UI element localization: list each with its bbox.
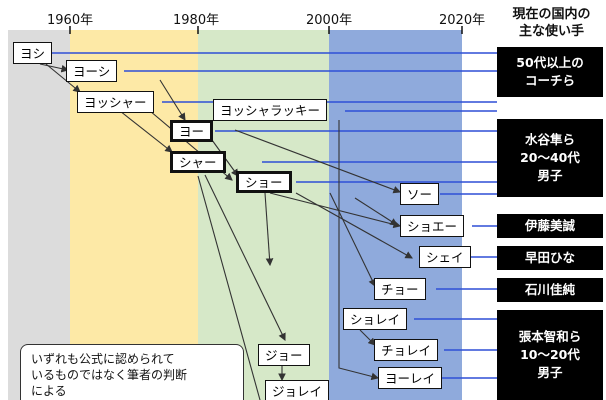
era-band-1980s bbox=[198, 30, 329, 400]
term-soo: ソー bbox=[400, 183, 440, 205]
user-harimoto-label: 張本智和ら 10～20代 男子 bbox=[518, 329, 582, 380]
term-choo: チョー bbox=[374, 278, 426, 300]
term-joo: ジョー bbox=[258, 344, 310, 366]
term-jorei: ジョレイ bbox=[265, 380, 330, 400]
term-yoshi: ヨシ bbox=[13, 42, 53, 64]
user-ishikawa-label: 石川佳純 bbox=[524, 282, 575, 297]
user-ito-label: 伊藤美誠 bbox=[524, 218, 575, 233]
term-shei: シェイ bbox=[419, 246, 471, 268]
user-ito: 伊藤美誠 bbox=[497, 214, 603, 238]
users-column-header: 現在の国内の 主な使い手 bbox=[497, 6, 606, 40]
user-coaches-label: 50代以上の コーチら bbox=[516, 55, 584, 88]
axis-label-2020: 2020年 bbox=[439, 13, 486, 28]
axis-label-2000: 2000年 bbox=[306, 13, 353, 28]
user-hayata-label: 早田ひな bbox=[524, 250, 575, 265]
term-shoo: ショー bbox=[236, 171, 292, 193]
term-shorei: ショレイ bbox=[343, 308, 408, 330]
user-mizutani: 水谷隼ら 20～40代 男子 bbox=[497, 119, 603, 197]
axis-label-1980: 1980年 bbox=[173, 13, 220, 28]
user-coaches: 50代以上の コーチら bbox=[497, 47, 603, 97]
term-shaa: シャー bbox=[170, 151, 226, 173]
era-band-pre1960 bbox=[8, 30, 70, 400]
term-yossharakkii: ヨッシャラッキー bbox=[213, 99, 328, 121]
user-mizutani-label: 水谷隼ら 20～40代 男子 bbox=[520, 132, 580, 183]
connector-shaa-down bbox=[197, 175, 261, 400]
term-yoo: ヨー bbox=[170, 120, 214, 142]
term-shoee: ショエー bbox=[400, 215, 465, 237]
term-chorei: チョレイ bbox=[374, 339, 439, 361]
header-line-2: 主な使い手 bbox=[518, 24, 584, 39]
term-yoorei: ヨーレイ bbox=[378, 367, 443, 389]
axis-label-1960: 1960年 bbox=[47, 13, 94, 28]
disclaimer-note: いずれも公式に認められて いるものではなく筆者の判断 による bbox=[20, 344, 244, 400]
user-harimoto: 張本智和ら 10～20代 男子 bbox=[497, 310, 603, 400]
user-ishikawa: 石川佳純 bbox=[497, 278, 603, 302]
derivation-arrows bbox=[39, 63, 413, 382]
header-line-1: 現在の国内の bbox=[512, 7, 591, 22]
disclaimer-text: いずれも公式に認められて いるものではなく筆者の判断 による bbox=[31, 352, 188, 398]
term-yooshi: ヨーシ bbox=[66, 60, 118, 82]
term-yosshaa: ヨッシャー bbox=[77, 91, 154, 113]
user-hayata: 早田ひな bbox=[497, 246, 603, 270]
connector-yossharakkii-yoorei bbox=[338, 120, 380, 381]
